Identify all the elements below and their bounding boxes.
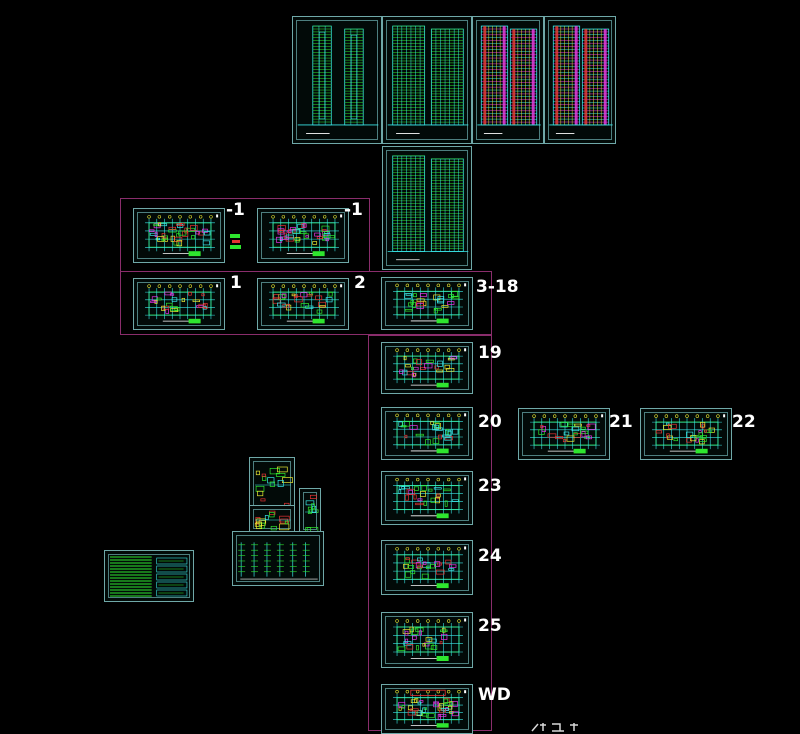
notes-sheet[interactable] — [104, 550, 194, 602]
elevation-sheet-4[interactable] — [544, 16, 616, 144]
detail-drawing — [305, 494, 319, 532]
floor-label-23: 23 — [478, 476, 502, 496]
floor-22-plan-sheet[interactable] — [640, 408, 732, 460]
floor-24-plan-sheet[interactable] — [381, 540, 473, 595]
floor-plan-drawing — [530, 414, 604, 454]
elevation-drawing — [387, 25, 469, 134]
detail-sheet-stair-b[interactable] — [249, 505, 295, 533]
floor-plan-drawing — [393, 546, 467, 589]
detail-drawing — [255, 466, 293, 508]
floor-19-plan-sheet[interactable] — [381, 342, 473, 394]
floor-plan-drawing — [145, 284, 219, 324]
floor-label-24: 24 — [478, 546, 502, 566]
floor-label-19: 19 — [478, 343, 502, 363]
elevation-sheet-3[interactable] — [472, 16, 544, 144]
typical-floors-column-outline — [368, 335, 492, 731]
basement-legend-symbol — [230, 234, 241, 249]
roof-plan-drawing — [393, 689, 467, 728]
elevation-drawing — [549, 25, 613, 134]
floor-21-plan-sheet[interactable] — [518, 408, 610, 460]
elevation-drawing — [477, 25, 541, 134]
detail-sheet-narrow[interactable] — [299, 488, 321, 534]
detail-sheet-stair-a[interactable] — [249, 457, 295, 511]
floor-plan-drawing — [393, 618, 467, 661]
low-floors-group-outline — [120, 271, 492, 335]
cutoff-title-strokes — [531, 723, 578, 732]
section-drawing — [387, 155, 469, 261]
floor-label-basement-b: -1 — [344, 200, 363, 220]
section-sheet[interactable] — [382, 146, 472, 270]
floor-plan-drawing — [393, 413, 467, 454]
floor-23-plan-sheet[interactable] — [381, 471, 473, 525]
floor-label-2: 2 — [354, 273, 366, 293]
floor-plan-drawing — [145, 214, 219, 257]
floor-label-21: 21 — [609, 412, 633, 432]
floor-plan-drawing — [393, 348, 467, 388]
basement-plan-sheet-a[interactable] — [133, 208, 225, 263]
detail-drawing — [254, 510, 291, 531]
floor-label-20: 20 — [478, 412, 502, 432]
roof-plan-sheet[interactable] — [381, 684, 473, 734]
floor-25-plan-sheet[interactable] — [381, 612, 473, 668]
floor-label-roof: WD — [478, 685, 511, 705]
floor-plan-drawing — [393, 283, 467, 324]
floor-label-1: 1 — [230, 273, 242, 293]
floor-plan-drawing — [393, 477, 467, 519]
floor-plan-drawing — [652, 414, 726, 454]
floor-plan-drawing — [269, 284, 343, 324]
floor-plan-drawing — [269, 214, 343, 257]
basement-plan-sheet-b[interactable] — [257, 208, 349, 263]
notes-drawing — [110, 556, 188, 597]
floor-label-basement-a: -1 — [226, 200, 245, 220]
elevation-sheet-1[interactable] — [292, 16, 382, 144]
floor-2-plan-sheet[interactable] — [257, 278, 349, 330]
elevation-sheet-2[interactable] — [382, 16, 472, 144]
detail-drawing — [238, 542, 318, 580]
floor-1-plan-sheet[interactable] — [133, 278, 225, 330]
elevation-drawing — [297, 25, 379, 134]
floor-20-plan-sheet[interactable] — [381, 407, 473, 460]
detail-sheet-elements[interactable] — [232, 531, 324, 586]
floor-label-3-18: 3-18 — [476, 277, 519, 297]
floor-label-22: 22 — [732, 412, 756, 432]
floor-label-25: 25 — [478, 616, 502, 636]
floor-3-18-plan-sheet[interactable] — [381, 277, 473, 330]
